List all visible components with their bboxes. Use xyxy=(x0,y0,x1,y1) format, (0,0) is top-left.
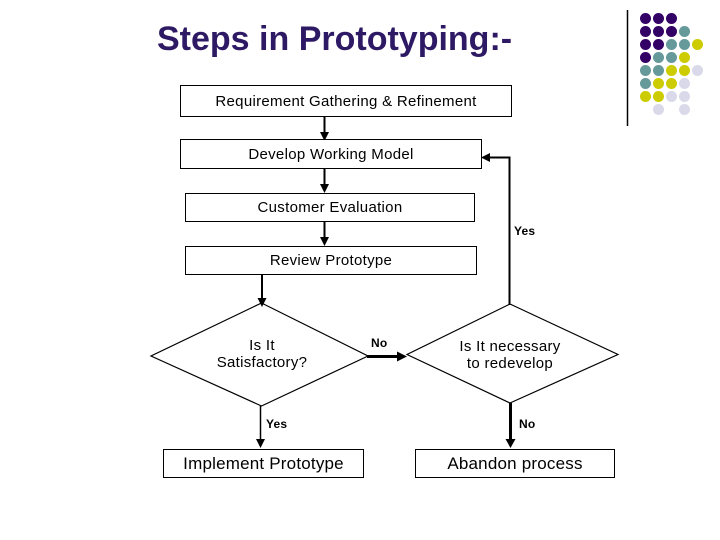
decor-dot xyxy=(679,78,690,89)
decor-dot xyxy=(640,52,651,63)
decor-dot xyxy=(666,91,677,102)
arrowhead-yes-to-implement xyxy=(256,439,265,448)
box-review-prototype: Review Prototype xyxy=(185,246,477,275)
box-requirement-gathering: Requirement Gathering & Refinement xyxy=(180,85,512,117)
box-abandon-process: Abandon process xyxy=(415,449,615,478)
diamond-redevelop-line2: to redevelop xyxy=(466,355,554,372)
decor-dot xyxy=(679,91,690,102)
arrowhead-no-between-diamonds xyxy=(397,351,407,362)
decor-dot xyxy=(666,26,677,37)
decor-dot xyxy=(666,39,677,50)
decor-dot xyxy=(679,52,690,63)
dot-grid xyxy=(640,13,703,115)
decor-dot xyxy=(666,13,677,24)
label-no-between: No xyxy=(371,336,388,350)
decor-dot xyxy=(653,91,664,102)
decision-diamond-satisfactory xyxy=(149,302,370,407)
decor-dot xyxy=(679,104,690,115)
decor-dot xyxy=(666,65,677,76)
arrowhead-review-to-diamond xyxy=(257,298,267,307)
box-implement-prototype: Implement Prototype xyxy=(163,449,364,478)
arrowhead-no-to-abandon xyxy=(505,439,516,448)
diamond-satisfactory-label: Is It Satisfactory? xyxy=(182,337,342,371)
diamond-satisfactory-line1: Is It xyxy=(249,337,275,354)
arrowhead-req-to-develop xyxy=(320,132,329,141)
decor-dot xyxy=(653,65,664,76)
label-yes-return: Yes xyxy=(514,224,536,238)
label-yes-implement: Yes xyxy=(266,417,288,431)
decor-dot xyxy=(653,39,664,50)
diamond-satisfactory-line2: Satisfactory? xyxy=(216,354,308,371)
decor-dot xyxy=(653,78,664,89)
decor-dot xyxy=(679,39,690,50)
box-customer-evaluation: Customer Evaluation xyxy=(185,193,475,222)
decor-dot xyxy=(653,26,664,37)
connector-yes-return xyxy=(489,156,511,305)
decor-dot xyxy=(640,39,651,50)
arrowhead-yes-return xyxy=(481,153,490,162)
decor-dot xyxy=(679,65,690,76)
decor-dot xyxy=(653,13,664,24)
diamond-redevelop-line1: Is It necessary xyxy=(459,338,561,355)
diamond-redevelop-label: Is It necessary to redevelop xyxy=(430,338,590,372)
label-no-abandon: No xyxy=(519,417,536,431)
decor-dot xyxy=(692,65,703,76)
decor-dot xyxy=(640,91,651,102)
arrowhead-eval-to-review xyxy=(320,237,329,246)
decor-dot xyxy=(653,104,664,115)
decor-dot xyxy=(666,78,677,89)
arrowhead-develop-to-eval xyxy=(320,184,329,193)
decor-dot xyxy=(653,52,664,63)
decor-dot xyxy=(640,26,651,37)
page-title: Steps in Prototyping:- xyxy=(157,20,513,58)
decor-dot xyxy=(679,26,690,37)
decor-dot xyxy=(692,39,703,50)
decor-dot xyxy=(640,78,651,89)
decor-dot xyxy=(666,52,677,63)
box-develop-working-model: Develop Working Model xyxy=(180,139,482,169)
decor-dot xyxy=(640,65,651,76)
decor-dot xyxy=(640,13,651,24)
